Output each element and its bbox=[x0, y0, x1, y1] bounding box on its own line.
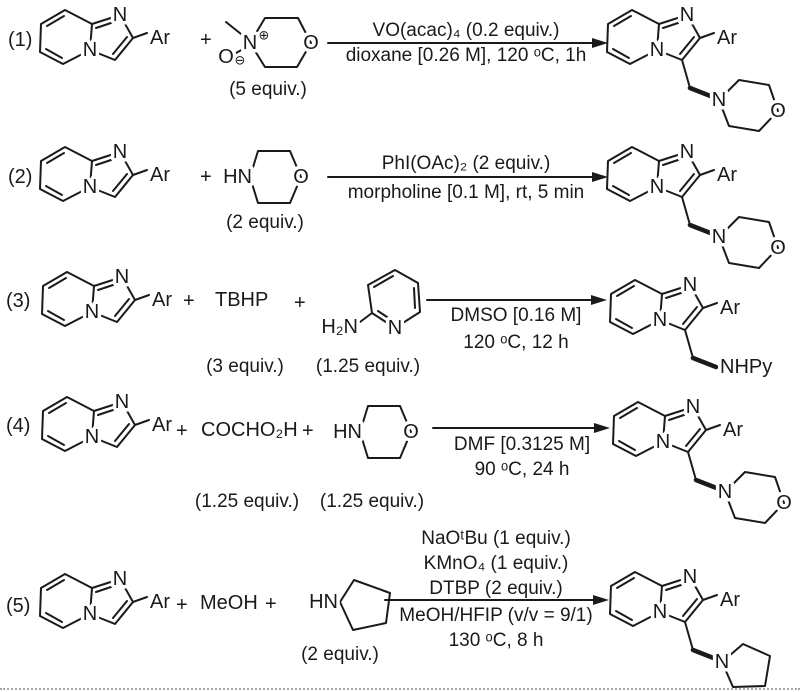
bonds bbox=[225, 17, 312, 68]
plus-sign: + bbox=[176, 420, 188, 442]
nhpy-group-label: NHPy bbox=[720, 356, 772, 378]
substrate-structure-r3 bbox=[32, 262, 182, 342]
substrate-structure-r2 bbox=[30, 137, 180, 217]
amine-nh-label: HN bbox=[309, 591, 338, 613]
conditions-below2-r5: 130 ᵒC, 8 h bbox=[448, 630, 544, 651]
reaction-arrow-r5 bbox=[384, 595, 609, 605]
morpholine-reagent-structure-r2 bbox=[212, 148, 324, 206]
bottom-divider bbox=[0, 688, 800, 690]
plus-sign: + bbox=[183, 290, 195, 312]
conditions-below-r1: dioxane [0.26 M], 120 ᵒC, 1h bbox=[345, 45, 587, 66]
reaction-number-4: (4) bbox=[6, 415, 31, 437]
conditions-above2-r5: KMnO₄ (1 equiv.) bbox=[423, 553, 569, 574]
reagent2-equiv-r5: (2 equiv.) bbox=[301, 644, 379, 665]
bonds bbox=[684, 621, 771, 688]
conditions-below1-r5: MeOH/HFIP (v/v = 9/1) bbox=[399, 605, 593, 626]
reaction-arrow-r4 bbox=[432, 423, 610, 433]
arrow-head bbox=[591, 295, 607, 305]
conditions-below2-r4: 90 ᵒC, 24 h bbox=[474, 459, 570, 480]
n-plus-label: N bbox=[243, 32, 257, 54]
conditions-above-r1: VO(acac)₄ (0.2 equiv.) bbox=[372, 20, 560, 41]
reagent-equiv-r1: (5 equiv.) bbox=[229, 79, 307, 100]
ring-oxygen-label: O bbox=[303, 32, 319, 54]
reaction-number-1: (1) bbox=[8, 29, 33, 51]
arrow-head bbox=[594, 423, 610, 433]
conditions-above-r2: PhI(OAc)₂ (2 equiv.) bbox=[381, 153, 551, 174]
aminopyridine-reagent-structure: H₂N N bbox=[318, 269, 421, 343]
pyrrolidine-nitrogen-label: N bbox=[715, 651, 729, 673]
product-structure-r2 bbox=[597, 137, 797, 285]
reaction-arrow-r2 bbox=[327, 172, 608, 182]
oxide-oxygen-label: O bbox=[218, 46, 234, 68]
reagent1-equiv-r4: (1.25 equiv.) bbox=[194, 491, 300, 512]
reagent-equiv-r2: (2 equiv.) bbox=[226, 212, 304, 233]
product-structure-r4 bbox=[603, 392, 800, 540]
substrate-structure-r5 bbox=[30, 564, 180, 644]
conditions-below1-r3: DMSO [0.16 M] bbox=[450, 305, 582, 326]
plus-sign: + bbox=[176, 594, 188, 616]
conditions-above3-r5: DTBP (2 equiv.) bbox=[429, 578, 563, 599]
reaction-number-5: (5) bbox=[6, 595, 31, 617]
reagent2-equiv-r4: (1.25 equiv.) bbox=[319, 491, 425, 512]
plus-sign: + bbox=[200, 166, 212, 188]
pyridine-nitrogen-label: N bbox=[388, 317, 402, 339]
amino-group-label: H₂N bbox=[321, 316, 358, 338]
arrow-head bbox=[593, 595, 609, 605]
substrate-structure-r4 bbox=[32, 387, 182, 467]
reagent-meoh-label: MeOH bbox=[200, 592, 258, 614]
arrow-head bbox=[592, 172, 608, 182]
bonds bbox=[339, 579, 391, 631]
reaction-arrow-r3 bbox=[426, 295, 607, 305]
conditions-below2-r3: 120 ᵒC, 12 h bbox=[463, 332, 569, 353]
plus-sign: + bbox=[294, 292, 306, 314]
bonds bbox=[684, 329, 719, 370]
pyrrolidine-reagent-structure: HN bbox=[306, 579, 391, 631]
bonds bbox=[359, 269, 421, 329]
reagent2-equiv-r3: (1.25 equiv.) bbox=[315, 356, 421, 377]
product-structure-r5: N bbox=[600, 562, 771, 688]
plus-sign: + bbox=[200, 29, 212, 51]
reagent-glyoxylic-label: COCHO₂H bbox=[201, 419, 298, 441]
plus-sign: + bbox=[265, 593, 277, 615]
arrow-head bbox=[592, 38, 608, 48]
product-structure-r3: NHPy bbox=[600, 270, 776, 382]
minus-charge-icon: ⊖ bbox=[235, 53, 246, 68]
reaction-arrow-r1 bbox=[327, 38, 608, 48]
nmo-reagent-structure: N ⊕ O ⊖ O bbox=[215, 17, 322, 72]
reagent1-equiv-r3: (3 equiv.) bbox=[206, 356, 284, 377]
plus-sign: + bbox=[302, 420, 314, 442]
product-structure-r1 bbox=[597, 0, 797, 148]
reaction-number-3: (3) bbox=[6, 290, 31, 312]
conditions-above1-r5: NaOᵗBu (1 equiv.) bbox=[421, 528, 571, 549]
reaction-number-2: (2) bbox=[8, 166, 33, 188]
conditions-below-r2: morpholine [0.1 M], rt, 5 min bbox=[347, 182, 585, 203]
morpholine-reagent-structure-r4 bbox=[322, 403, 434, 461]
conditions-below1-r4: DMF [0.3125 M] bbox=[453, 434, 591, 455]
plus-charge-icon: ⊕ bbox=[259, 28, 270, 43]
reagent-tbhp-label: TBHP bbox=[215, 289, 269, 311]
substrate-structure-r1 bbox=[30, 0, 180, 80]
